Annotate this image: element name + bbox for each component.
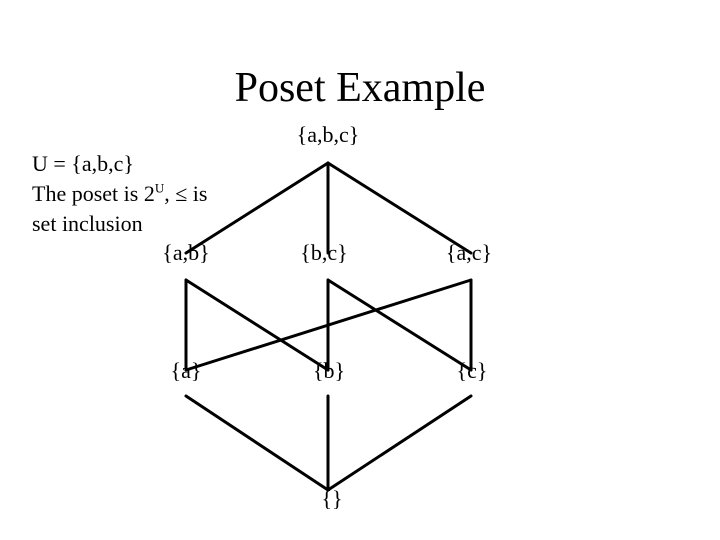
node-ab: {a,b} xyxy=(162,240,210,265)
node-abc: {a,b,c} xyxy=(296,122,360,147)
edge-c-empty xyxy=(326,394,473,492)
poset-description: U = {a,b,c} The poset is 2U, ≤ is set in… xyxy=(32,149,272,239)
node-a: {a} xyxy=(170,358,202,383)
edge-abc-ab xyxy=(184,161,330,255)
edge-ac-a xyxy=(184,278,473,372)
universe-definition: U = {a,b,c} xyxy=(32,151,134,176)
edge-a-empty xyxy=(184,394,330,492)
edge-abc-ac xyxy=(326,161,473,255)
slide-title: Poset Example xyxy=(234,65,486,111)
poset-definition-suffix: , ≤ is xyxy=(164,181,208,206)
node-c: {c} xyxy=(456,358,488,383)
order-relation: set inclusion xyxy=(32,211,143,236)
edge-bc-c xyxy=(326,278,473,372)
poset-definition: The poset is 2U, ≤ is xyxy=(32,179,272,209)
node-bc: {b,c} xyxy=(300,240,348,265)
poset-definition-prefix: The poset is 2 xyxy=(32,181,155,206)
power-set-exponent: U xyxy=(154,180,165,196)
node-empty: {} xyxy=(321,486,343,511)
node-b: {b} xyxy=(312,358,346,383)
edge-ab-b xyxy=(184,278,330,372)
node-ac: {a,c} xyxy=(445,240,493,265)
